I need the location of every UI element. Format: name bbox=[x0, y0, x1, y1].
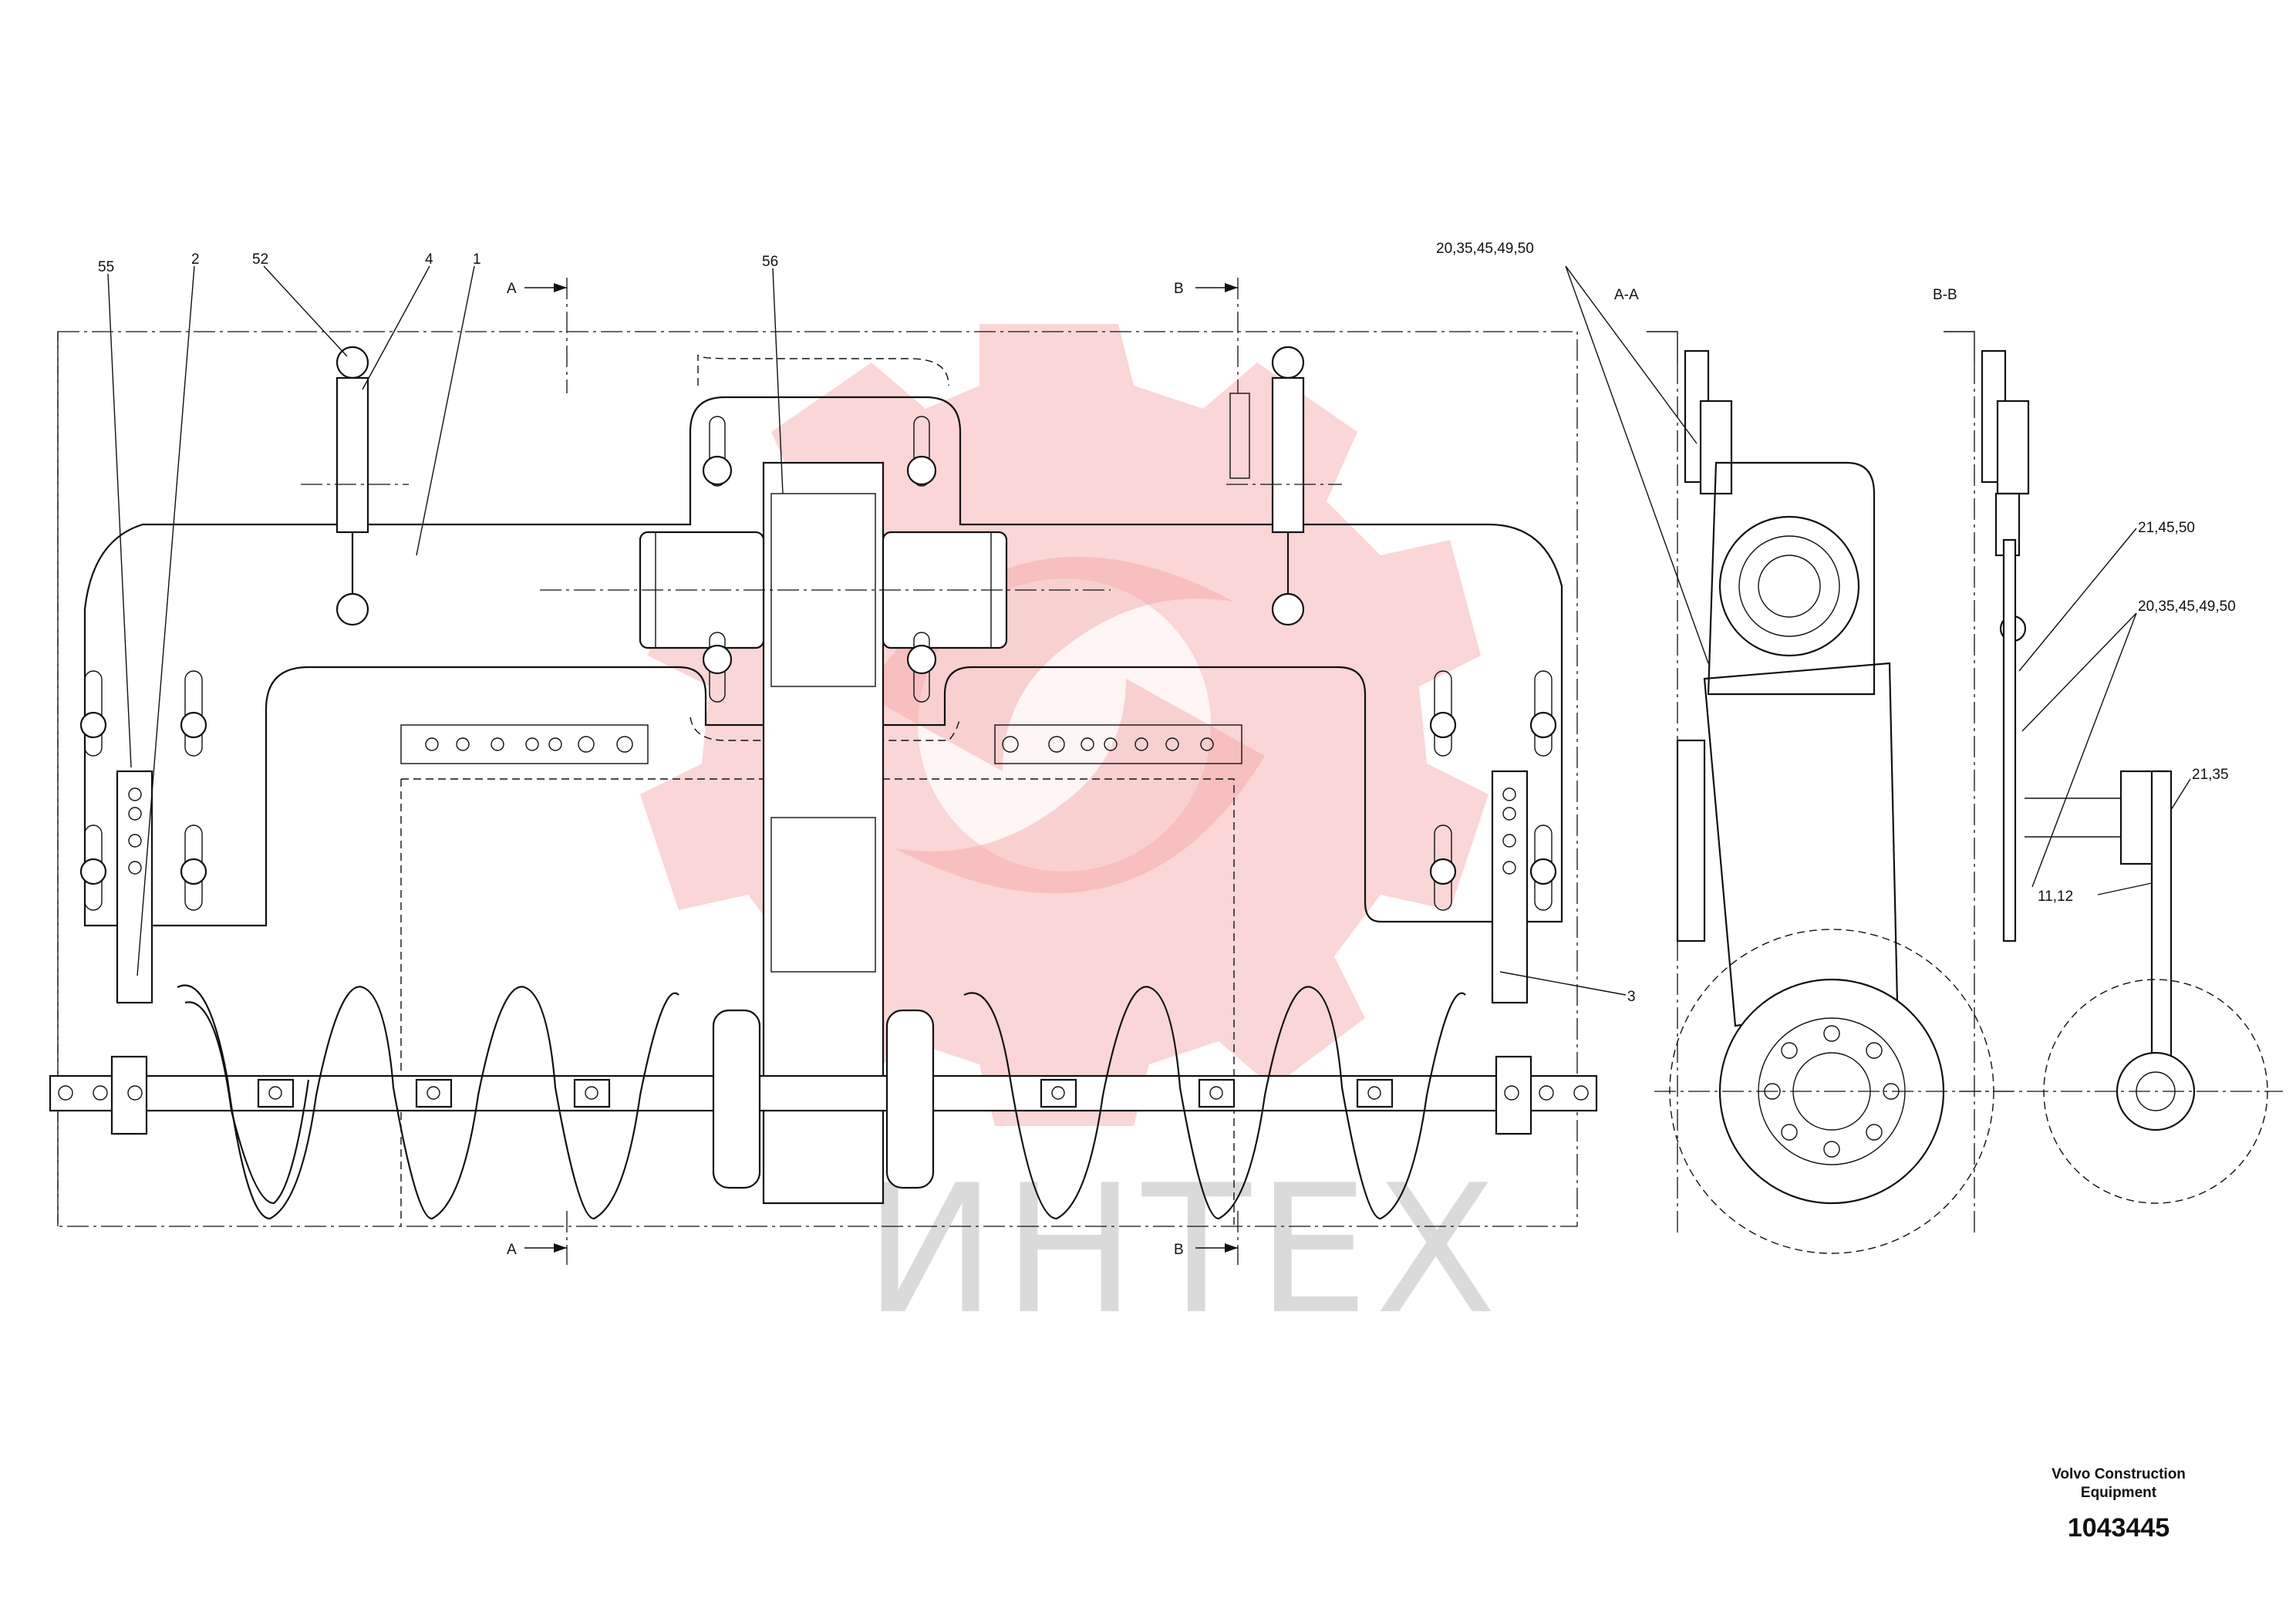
section-marker-a-bottom: A bbox=[507, 1242, 517, 1258]
maker-line-1: Volvo Construction bbox=[2052, 1466, 2186, 1482]
watermark-text: ИНТЕХ bbox=[864, 1148, 1502, 1354]
callout-3: 3 bbox=[1627, 989, 1636, 1005]
callout-55: 55 bbox=[98, 259, 114, 275]
title-block: Volvo Construction Equipment 1043445 bbox=[2034, 1465, 2203, 1543]
callout-20-35-45-49-50-a: 20,35,45,49,50 bbox=[1436, 241, 1534, 257]
view-label-a-a: A-A bbox=[1614, 287, 1639, 303]
drawing-number: 1043445 bbox=[2067, 1513, 2170, 1543]
callout-2: 2 bbox=[191, 251, 200, 268]
section-a-a-view bbox=[1565, 265, 2013, 1254]
maker-line-2: Equipment bbox=[2080, 1485, 2157, 1501]
callout-21-35: 21,35 bbox=[2192, 767, 2229, 783]
callout-1: 1 bbox=[473, 251, 481, 268]
section-marker-b-bottom: B bbox=[1174, 1242, 1184, 1258]
callout-20-35-45-49-50-b: 20,35,45,49,50 bbox=[2138, 599, 2236, 615]
callout-52: 52 bbox=[252, 251, 268, 268]
section-marker-b-top: B bbox=[1174, 281, 1184, 297]
leader-lines bbox=[107, 265, 1627, 996]
callout-11-12: 11,12 bbox=[2038, 889, 2073, 905]
view-label-b-b: B-B bbox=[1933, 287, 1957, 303]
section-b-b-view bbox=[1944, 331, 2283, 1234]
section-b-leaders bbox=[2018, 528, 2191, 895]
callout-21-45-50: 21,45,50 bbox=[2138, 520, 2195, 536]
section-marker-a-top: A bbox=[507, 281, 517, 297]
callout-56: 56 bbox=[762, 254, 778, 270]
front-view bbox=[49, 278, 1598, 1265]
callout-4: 4 bbox=[425, 251, 433, 268]
